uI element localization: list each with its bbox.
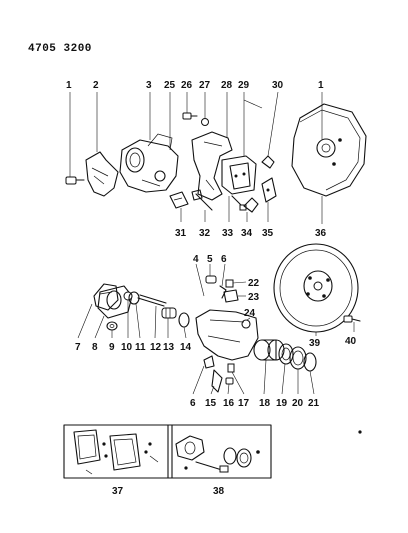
pin-part-32: [191, 189, 213, 211]
shim-part-35: [261, 177, 277, 203]
callout-39: 39: [309, 338, 321, 349]
callout-36: 36: [315, 228, 327, 239]
callout-1: 1: [66, 80, 72, 91]
callout-16: 16: [223, 398, 235, 409]
callout-21: 21: [308, 398, 320, 409]
callout-23: 23: [248, 292, 260, 303]
callout-26: 26: [181, 80, 193, 91]
callout-1-shield: 1: [318, 80, 324, 91]
callout-22: 22: [248, 278, 260, 289]
caliper-body-part-3: [119, 133, 179, 193]
callout-24: 24: [244, 308, 256, 319]
callout-9: 9: [109, 342, 115, 353]
pin-part-33: [231, 195, 247, 211]
callout-15: 15: [205, 398, 217, 409]
callout-5: 5: [207, 254, 213, 265]
callout-17: 17: [238, 398, 250, 409]
boot-part-14: [178, 312, 190, 328]
shield-part-2: [85, 151, 119, 197]
callout-25: 25: [164, 80, 176, 91]
callout-6-lower: 6: [190, 398, 196, 409]
washer-part-5: [205, 275, 217, 284]
pin-part-15: [211, 369, 223, 393]
callout-32: 32: [199, 228, 211, 239]
callout-11: 11: [135, 342, 146, 353]
bolt-part-26: [182, 112, 198, 120]
piston-part-18: [253, 339, 285, 361]
bolt-part-16: [225, 377, 234, 385]
callout-27: 27: [199, 80, 211, 91]
callout-3: 3: [146, 80, 152, 91]
callout-19: 19: [276, 398, 288, 409]
callout-13: 13: [163, 342, 175, 353]
washer-part-9: [106, 321, 118, 331]
boot-part-31: [169, 191, 189, 209]
brake-disc-part-39: [273, 243, 359, 333]
washer-part-24: [241, 319, 251, 329]
callout-4: 4: [193, 254, 199, 265]
callout-30: 30: [272, 80, 284, 91]
clip-part-30: [261, 155, 275, 169]
bushing-part-8: [97, 285, 133, 319]
callout-31: 31: [175, 228, 187, 239]
bleeder-part-17: [227, 363, 235, 373]
support-part-28: [191, 131, 233, 201]
dust-shield-part-36: [291, 103, 367, 197]
pad-kit-box-37: [63, 424, 173, 479]
callout-12: 12: [150, 342, 162, 353]
callout-38: 38: [213, 486, 225, 497]
pads-part-29: [221, 155, 257, 195]
document-code: 4705 3200: [28, 43, 92, 55]
bleeder-cap-part-23: [223, 289, 239, 303]
bolt-part-6: [219, 285, 227, 299]
callout-8: 8: [92, 342, 98, 353]
callout-7: 7: [75, 342, 81, 353]
callout-34: 34: [241, 228, 253, 239]
bleeder-part-22: [225, 279, 234, 288]
sleeve-part-13: [161, 307, 177, 319]
caliper-kit-box-38: [167, 424, 272, 479]
callout-29: 29: [238, 80, 250, 91]
callout-40: 40: [345, 336, 357, 347]
callout-20: 20: [292, 398, 304, 409]
callout-35: 35: [262, 228, 274, 239]
nut-part-27: [201, 118, 209, 126]
callout-2: 2: [93, 80, 99, 91]
callout-14: 14: [180, 342, 192, 353]
callout-6: 6: [221, 254, 227, 265]
callout-37: 37: [112, 486, 124, 497]
callout-33: 33: [222, 228, 234, 239]
callout-18: 18: [259, 398, 271, 409]
callout-28: 28: [221, 80, 233, 91]
clip-part-6-lower: [203, 355, 215, 369]
clip-part-34: [243, 197, 259, 213]
caliper-housing-middle: [195, 309, 259, 361]
bolt-part-1: [65, 176, 85, 185]
callout-10: 10: [121, 342, 133, 353]
bolt-part-40: [343, 315, 361, 323]
pin-part-12: [137, 294, 167, 307]
